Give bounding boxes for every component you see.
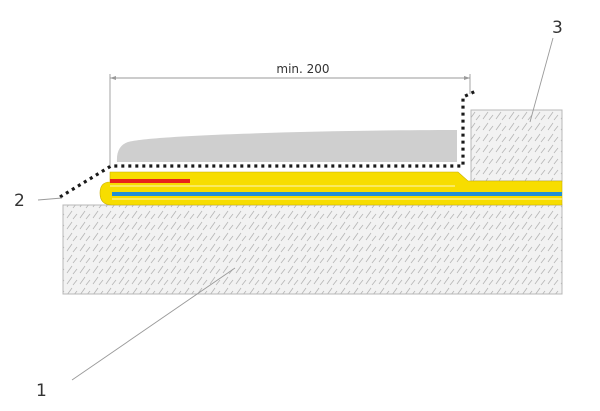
leader-line-2 [37,197,63,201]
yellow-membrane-layer [99,171,563,206]
right-block-hatch [471,110,562,181]
dimension-line [109,74,471,166]
callout-1: 1 [36,381,47,401]
red-strip [110,179,190,183]
dimension-label: min. 200 [276,62,329,76]
leader-line-3 [529,37,554,123]
callout-3: 3 [552,18,563,38]
leader-line-1 [71,267,236,381]
blue-strip [112,192,562,196]
callout-2: 2 [14,191,25,211]
dotted-seam-line [59,89,477,199]
top-plate [116,130,457,162]
base-block-hatch [63,205,562,294]
